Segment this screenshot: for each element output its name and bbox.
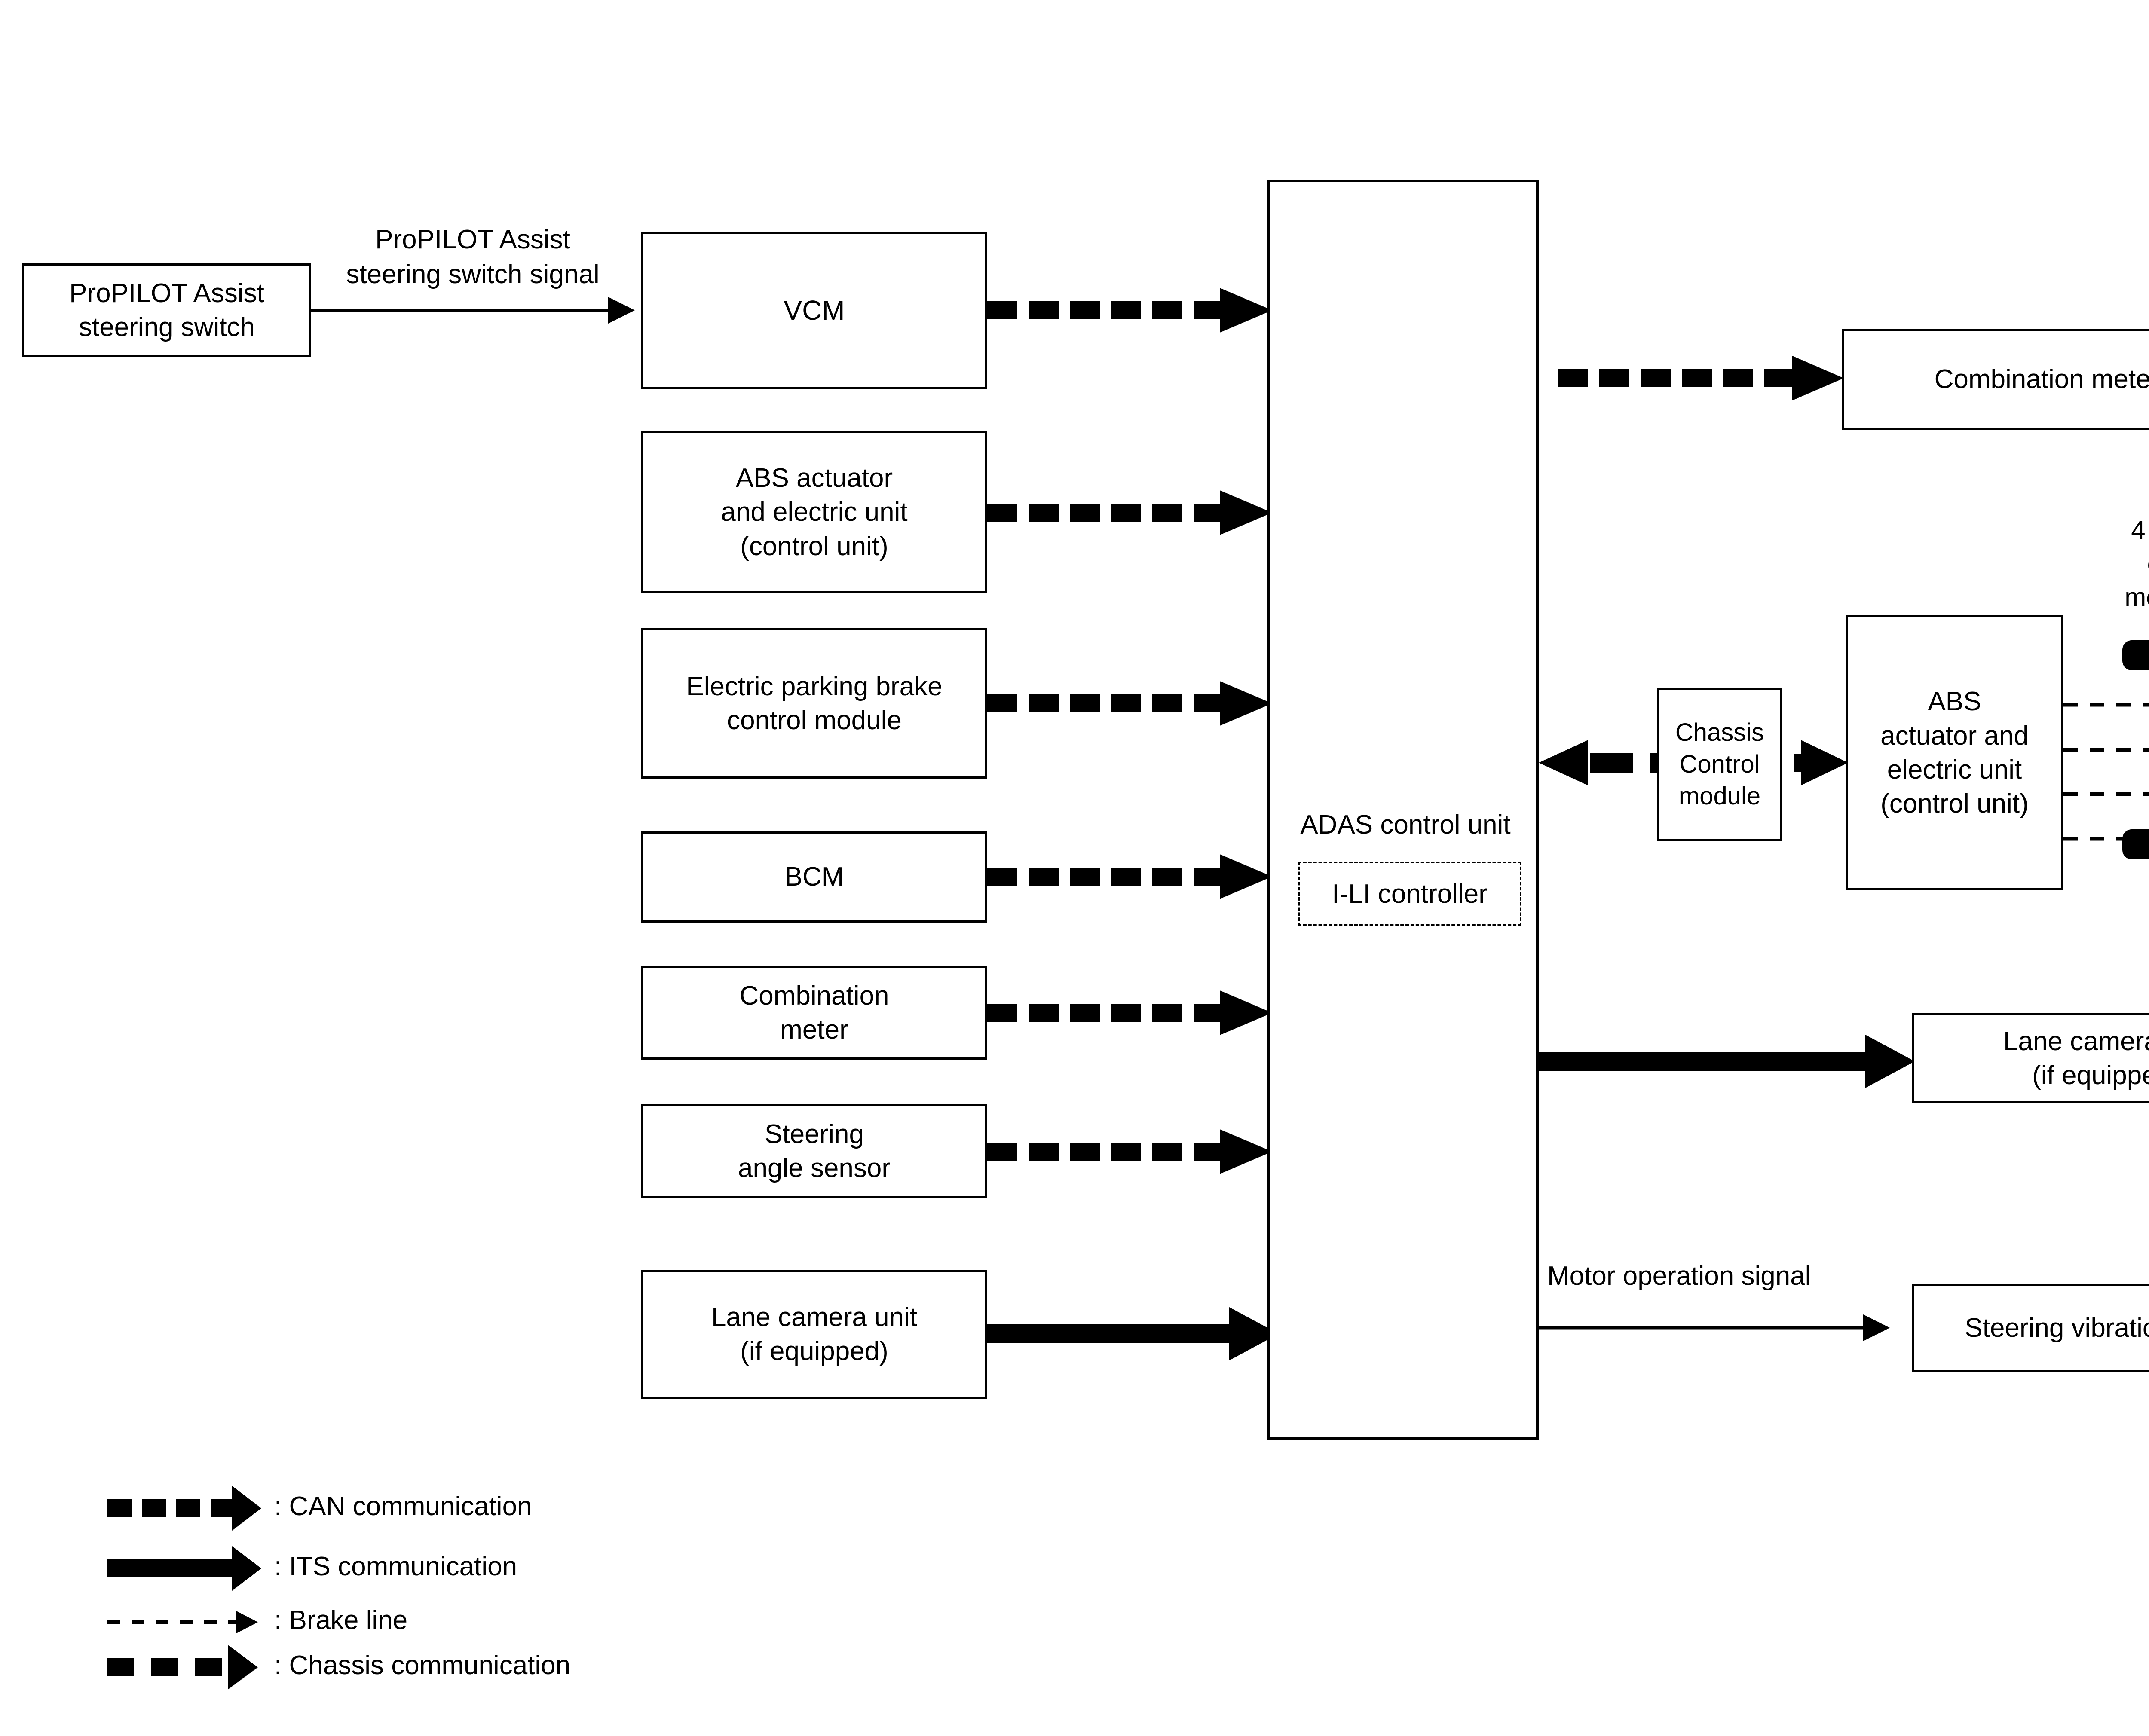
node-combination-meter-left[interactable]: Combination meter xyxy=(641,966,987,1060)
legend-label-brake: : Brake line xyxy=(274,1605,408,1635)
node-abs-actuator-right[interactable]: ABS actuator and electric unit (control … xyxy=(1846,615,2063,890)
legend-glyph-can xyxy=(107,1486,261,1531)
node-lane-camera-unit-left[interactable]: Lane camera unit (if equipped) xyxy=(641,1270,987,1399)
adas-control-unit-label: ADAS control unit xyxy=(1300,810,1511,840)
label-propilot-switch-signal: ProPILOT Assist steering switch signal xyxy=(346,225,600,289)
connector-can-bcm-to-adas xyxy=(987,854,1272,899)
label-motor-operation-signal: Motor operation signal xyxy=(1547,1261,1811,1291)
connector-can-ccm-to-abs xyxy=(1794,740,1848,785)
legend-glyph-its xyxy=(107,1546,261,1591)
node-chassis-control-module[interactable]: Chassis Control module xyxy=(1657,688,1782,841)
connector-its-lanecamera-to-adas xyxy=(987,1307,1279,1360)
connector-can-epb-to-adas xyxy=(987,681,1272,726)
node-bcm[interactable]: BCM xyxy=(641,831,987,923)
wheel-rear-left xyxy=(2122,829,2149,859)
legend-glyph-chassis xyxy=(107,1645,258,1690)
wheel-front-left xyxy=(2122,640,2149,670)
legend-label-can: : CAN communication xyxy=(274,1491,532,1521)
node-adas-control-unit[interactable] xyxy=(1267,180,1539,1440)
brake-line-rear-left xyxy=(2063,837,2149,841)
legend-label-chassis: : Chassis communication xyxy=(274,1650,571,1680)
node-abs-actuator-left[interactable]: ABS actuator and electric unit (control … xyxy=(641,431,987,593)
connector-can-adas-to-combination-meter xyxy=(1558,356,1844,400)
brake-line-front-right xyxy=(2063,748,2149,752)
connector-can-steering-sensor-to-adas xyxy=(987,1129,1272,1174)
node-ili-controller[interactable]: I-LI controller xyxy=(1298,862,1521,926)
node-steering-angle-sensor[interactable]: Steering angle sensor xyxy=(641,1104,987,1198)
node-vcm[interactable]: VCM xyxy=(641,232,987,389)
connector-its-adas-to-lanecamera xyxy=(1539,1035,1915,1088)
node-combination-meter-right[interactable]: Combination meter xyxy=(1842,329,2149,430)
brake-line-rear-right xyxy=(2063,792,2149,796)
legend-label-its: : ITS communication xyxy=(274,1552,517,1581)
node-steering-vibration-motor[interactable]: Steering vibration motor xyxy=(1912,1284,2149,1372)
label-4-wheels-brake-control: 4 wheels brake control (Yaw moment contr… xyxy=(2125,516,2149,611)
node-propilot-steering-switch[interactable]: ProPILOT Assist steering switch xyxy=(22,263,311,357)
connector-can-meter-to-adas xyxy=(987,990,1272,1035)
connector-can-vcm-to-adas xyxy=(987,288,1272,333)
brake-line-front-left xyxy=(2063,703,2149,707)
node-lane-camera-unit-right[interactable]: Lane camera unit (if equipped) xyxy=(1912,1013,2149,1103)
node-electric-parking-brake-module[interactable]: Electric parking brake control module xyxy=(641,628,987,779)
legend-glyph-brake xyxy=(107,1611,258,1634)
connector-can-abs-to-adas xyxy=(987,490,1272,535)
